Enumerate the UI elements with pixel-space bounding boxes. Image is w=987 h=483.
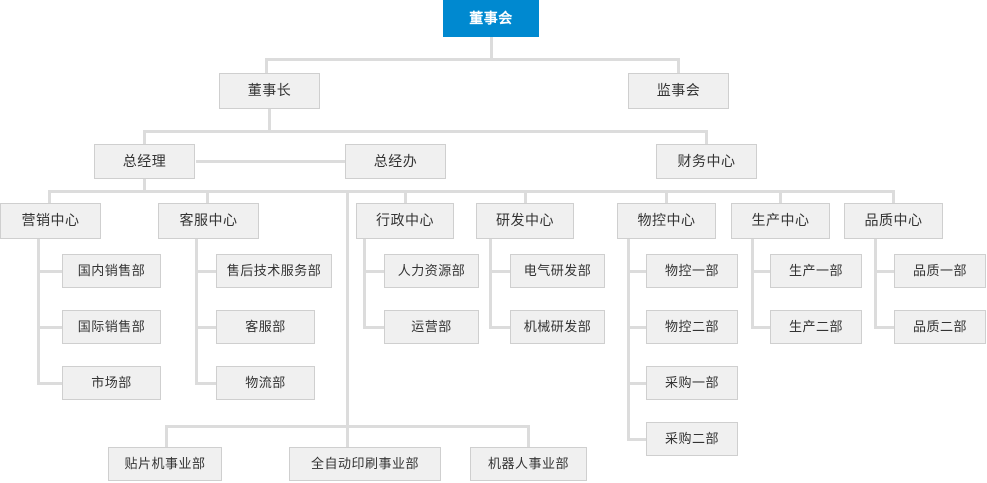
node-after-sales-tech-dept[interactable]: 售后技术服务部 (216, 254, 332, 288)
connector-gm-to-office (196, 160, 346, 163)
connector-material-stub-2 (627, 326, 647, 329)
connector-quality-drop (892, 190, 895, 203)
node-robot-division[interactable]: 机器人事业部 (470, 447, 587, 481)
node-material-dept-one[interactable]: 物控一部 (646, 254, 738, 288)
node-production-center[interactable]: 生产中心 (731, 203, 830, 239)
node-logistics-dept[interactable]: 物流部 (216, 366, 315, 400)
connector-quality-stub-2 (874, 326, 895, 329)
connector-level4-bar (48, 190, 895, 193)
node-general-manager[interactable]: 总经理 (94, 144, 195, 179)
connector-material-drop (665, 190, 668, 203)
connector-material-spine (627, 239, 630, 439)
connector-rd-stub-1 (489, 270, 510, 273)
node-market-dept[interactable]: 市场部 (62, 366, 161, 400)
connector-material-stub-4 (627, 438, 647, 441)
connector-material-stub-1 (627, 270, 647, 273)
connector-rd-drop (524, 190, 527, 203)
node-printing-division[interactable]: 全自动印刷事业部 (289, 447, 441, 481)
connector-chairman-drop (265, 58, 268, 74)
connector-service-drop (206, 190, 209, 203)
connector-service-stub-1 (195, 270, 216, 273)
node-quality-center[interactable]: 品质中心 (844, 203, 943, 239)
node-customer-service-dept[interactable]: 客服部 (216, 310, 315, 344)
node-material-center[interactable]: 物控中心 (617, 203, 716, 239)
node-smt-division[interactable]: 贴片机事业部 (108, 447, 222, 481)
node-domestic-sales-dept[interactable]: 国内销售部 (62, 254, 161, 288)
connector-production-stub-1 (751, 270, 771, 273)
connector-rd-stub-2 (489, 326, 510, 329)
connector-service-spine (195, 239, 198, 383)
node-gm-office[interactable]: 总经办 (345, 144, 446, 179)
connector-material-stub-3 (627, 382, 647, 385)
connector-admin-spine (363, 239, 366, 327)
node-mechanical-rd-dept[interactable]: 机械研发部 (510, 310, 605, 344)
connector-level3-bar (143, 130, 708, 133)
connector-production-drop (779, 190, 782, 203)
node-board-of-supervisors[interactable]: 监事会 (628, 73, 729, 109)
connector-admin-stub-2 (363, 326, 384, 329)
connector-level2-bar (265, 58, 680, 61)
node-marketing-center[interactable]: 营销中心 (0, 203, 101, 239)
connector-robot-drop (527, 425, 530, 447)
connector-quality-stub-1 (874, 270, 895, 273)
connector-production-stub-2 (751, 326, 771, 329)
connector-divisions-spine (346, 190, 349, 425)
node-material-dept-two[interactable]: 物控二部 (646, 310, 738, 344)
node-purchase-dept-one[interactable]: 采购一部 (646, 366, 738, 400)
node-rd-center[interactable]: 研发中心 (476, 203, 574, 239)
node-electrical-rd-dept[interactable]: 电气研发部 (510, 254, 605, 288)
node-admin-center[interactable]: 行政中心 (356, 203, 454, 239)
connector-marketing-drop (48, 190, 51, 203)
connector-service-stub-3 (195, 382, 216, 385)
node-operations-dept[interactable]: 运营部 (384, 310, 479, 344)
node-finance-center[interactable]: 财务中心 (656, 144, 757, 179)
connector-marketing-stub-1 (37, 270, 62, 273)
node-quality-dept-one[interactable]: 品质一部 (894, 254, 986, 288)
connector-marketing-stub-2 (37, 326, 62, 329)
connector-chairman-down (268, 108, 271, 130)
connector-rd-spine (489, 239, 492, 327)
node-board-of-directors[interactable]: 董事会 (443, 0, 539, 37)
connector-finance-drop (705, 130, 708, 144)
node-human-resources-dept[interactable]: 人力资源部 (384, 254, 479, 288)
connector-printing-drop (346, 425, 349, 447)
connector-root-down (490, 37, 493, 58)
connector-marketing-spine (37, 239, 40, 383)
connector-gm-drop (143, 130, 146, 144)
node-quality-dept-two[interactable]: 品质二部 (894, 310, 986, 344)
node-production-dept-two[interactable]: 生产二部 (770, 310, 862, 344)
connector-quality-spine (874, 239, 877, 327)
node-chairman[interactable]: 董事长 (219, 73, 320, 109)
node-purchase-dept-two[interactable]: 采购二部 (646, 422, 738, 456)
connector-gm-down (143, 178, 146, 190)
node-international-sales-dept[interactable]: 国际销售部 (62, 310, 161, 344)
connector-service-stub-2 (195, 326, 216, 329)
connector-supervisors-drop (677, 58, 680, 74)
connector-admin-drop (404, 190, 407, 203)
node-service-center[interactable]: 客服中心 (158, 203, 259, 239)
node-production-dept-one[interactable]: 生产一部 (770, 254, 862, 288)
connector-production-spine (751, 239, 754, 327)
connector-smt-drop (165, 425, 168, 447)
connector-marketing-stub-3 (37, 382, 62, 385)
connector-admin-stub-1 (363, 270, 384, 273)
